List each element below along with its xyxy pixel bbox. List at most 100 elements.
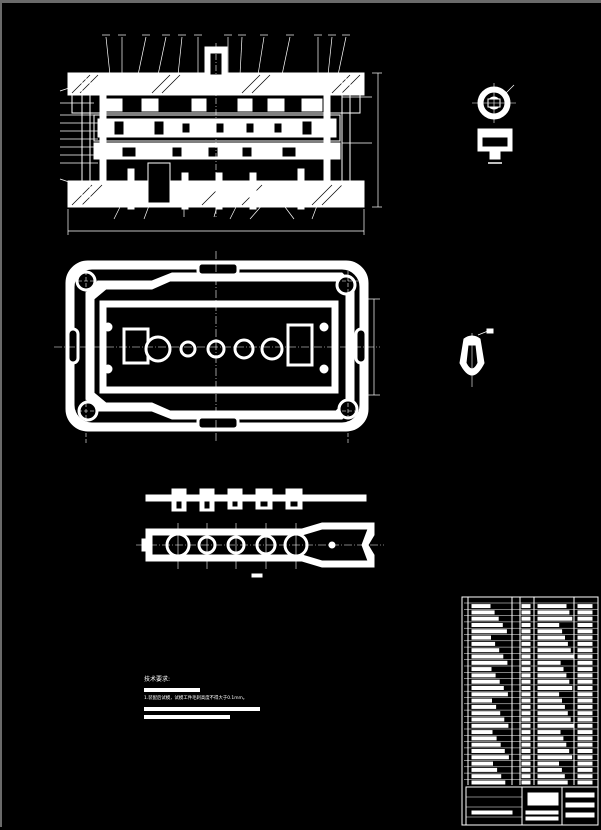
table-cell-text: [471, 736, 497, 741]
title-block: [465, 786, 599, 826]
parts-list-table: [461, 596, 599, 826]
table-cell-text: [521, 648, 531, 653]
table-cell-text: [521, 679, 531, 684]
table-cell-text: [537, 660, 561, 665]
table-cell-text: [471, 679, 500, 684]
table-cell-text: [537, 686, 573, 690]
table-cell-text: [521, 698, 531, 703]
table-cell-text: [577, 686, 593, 690]
table-cell-text: [537, 767, 562, 772]
table-cell-text: [537, 648, 571, 653]
table-cell-text: [521, 755, 531, 760]
table-cell-text: [471, 686, 504, 690]
table-cell-text: [471, 641, 496, 646]
table-cell-text: [471, 648, 500, 653]
table-cell-text: [577, 736, 593, 741]
table-cell-text: [577, 723, 593, 728]
front-section-view: [59, 34, 382, 235]
plan-view: [54, 251, 380, 443]
part-detail-side: [459, 328, 494, 387]
notes-line-1: 1.装配后试模，试模工件毛刺高度不得大于0.1mm。: [144, 696, 248, 701]
table-cell-text: [521, 711, 531, 716]
table-cell-text: [577, 673, 593, 678]
table-cell-text: [471, 711, 501, 716]
table-cell-text: [537, 629, 563, 634]
table-cell-text: [577, 767, 593, 772]
table-cell-text: [537, 604, 567, 609]
table-cell-text: [577, 717, 593, 722]
table-cell-text: [537, 742, 567, 747]
table-cell-text: [537, 610, 570, 615]
table-cell-text: [577, 704, 593, 709]
part-detail-top: [472, 83, 516, 164]
table-cell-text: [537, 717, 571, 722]
table-cell-text: [471, 774, 502, 779]
table-cell-text: [471, 660, 508, 665]
table-cell-text: [537, 749, 570, 753]
table-cell-text: [537, 616, 573, 621]
table-cell-text: [537, 723, 574, 728]
table-cell-text: [471, 629, 507, 634]
table-cell-text: [537, 711, 568, 716]
table-cell-text: [537, 673, 567, 678]
table-cell-text: [577, 761, 593, 766]
table-cell-text: [577, 749, 593, 753]
table-cell-text: [471, 749, 505, 753]
table-cell-text: [521, 692, 531, 697]
table-cell-text: [521, 780, 531, 785]
table-cell-text: [521, 761, 531, 766]
table-cell-text: [577, 698, 593, 703]
table-cell-text: [471, 742, 501, 747]
table-cell-text: [521, 767, 531, 772]
table-cell-text: [521, 742, 531, 747]
table-cell-text: [537, 761, 559, 766]
table-cell-text: [521, 704, 531, 709]
table-cell-text: [537, 635, 565, 640]
table-cell-text: [577, 629, 593, 634]
table-cell-text: [521, 654, 531, 659]
table-cell-text: [471, 623, 503, 627]
table-cell-text: [471, 692, 508, 697]
table-cell-text: [521, 774, 531, 779]
table-cell-text: [577, 730, 593, 735]
table-cell-text: [577, 780, 593, 785]
table-cell-text: [471, 610, 495, 615]
table-cell-text: [577, 755, 593, 760]
table-cell-text: [577, 641, 593, 646]
table-cell-text: [577, 648, 593, 653]
notes-redacted-line: [144, 707, 260, 711]
table-cell-text: [577, 610, 593, 615]
table-cell-text: [537, 692, 560, 697]
table-cell-text: [471, 635, 491, 640]
table-cell-text: [521, 667, 531, 672]
table-cell-text: [521, 635, 531, 640]
table-cell-text: [471, 730, 493, 735]
table-cell-text: [537, 623, 560, 627]
table-cell-text: [537, 667, 564, 672]
table-cell-text: [471, 755, 509, 760]
table-cell-text: [577, 654, 593, 659]
table-cell-text: [521, 623, 531, 627]
table-cell-text: [577, 692, 593, 697]
notes-redacted-line: [144, 715, 230, 719]
table-cell-text: [521, 686, 531, 690]
notes-heading: 技术要求:: [144, 676, 171, 683]
table-cell-text: [577, 774, 593, 779]
table-cell-text: [537, 780, 568, 785]
table-cell-text: [471, 723, 509, 728]
table-cell-text: [471, 717, 505, 722]
table-cell-text: [521, 717, 531, 722]
table-cell-text: [537, 755, 573, 760]
table-cell-text: [577, 742, 593, 747]
table-cell-text: [537, 736, 564, 741]
table-cell-text: [577, 616, 593, 621]
table-cell-text: [521, 749, 531, 753]
notes-redacted-line: [144, 688, 200, 692]
strip-layout-view: [136, 488, 384, 578]
table-cell-text: [521, 660, 531, 665]
table-cell-text: [521, 610, 531, 615]
table-cell-text: [521, 604, 531, 609]
cad-drawing-canvas: [54, 34, 599, 826]
table-cell-text: [577, 635, 593, 640]
